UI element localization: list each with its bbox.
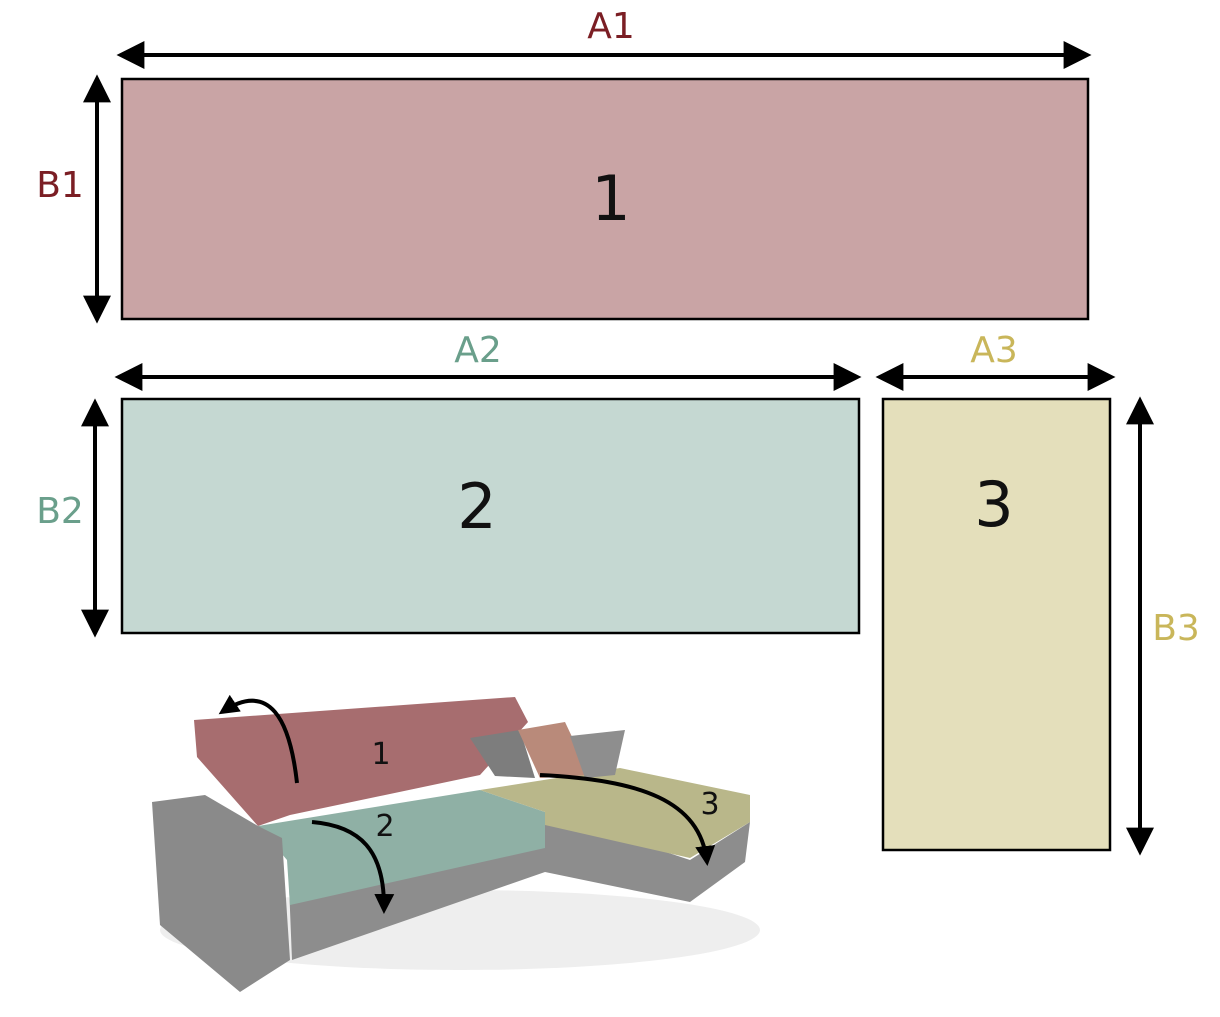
a2-label: A2 <box>454 330 502 371</box>
a3-label: A3 <box>970 330 1018 371</box>
b3-label: B3 <box>1152 608 1200 649</box>
sofa-label-2: 2 <box>375 809 394 844</box>
panel-1 <box>120 77 1090 321</box>
arrow-seat-icon <box>311 820 395 914</box>
a1-label: A1 <box>587 6 635 47</box>
panel-2-number: 2 <box>457 470 496 543</box>
panel-3-number: 3 <box>974 468 1013 541</box>
b1-label: B1 <box>36 165 84 206</box>
panel-3 <box>881 397 1112 852</box>
sofa-seat <box>258 790 545 905</box>
sofa-label-3: 3 <box>700 787 719 822</box>
panel-2 <box>120 397 861 635</box>
sofa-left-arm <box>152 795 290 992</box>
pillow-grey-right <box>570 730 625 778</box>
pillow-grey-left <box>470 730 535 778</box>
panel-1-number: 1 <box>591 162 630 235</box>
arrow-chaise-icon <box>539 773 716 866</box>
b2-label: B2 <box>36 491 84 532</box>
sofa-label-1: 1 <box>371 737 390 772</box>
sofa-backrest <box>194 697 528 826</box>
pillow-floral <box>518 722 590 778</box>
sofa-chaise <box>480 768 750 858</box>
arrow-backrest-icon <box>218 694 299 784</box>
sofa-illustration: 1 2 3 <box>152 694 760 992</box>
